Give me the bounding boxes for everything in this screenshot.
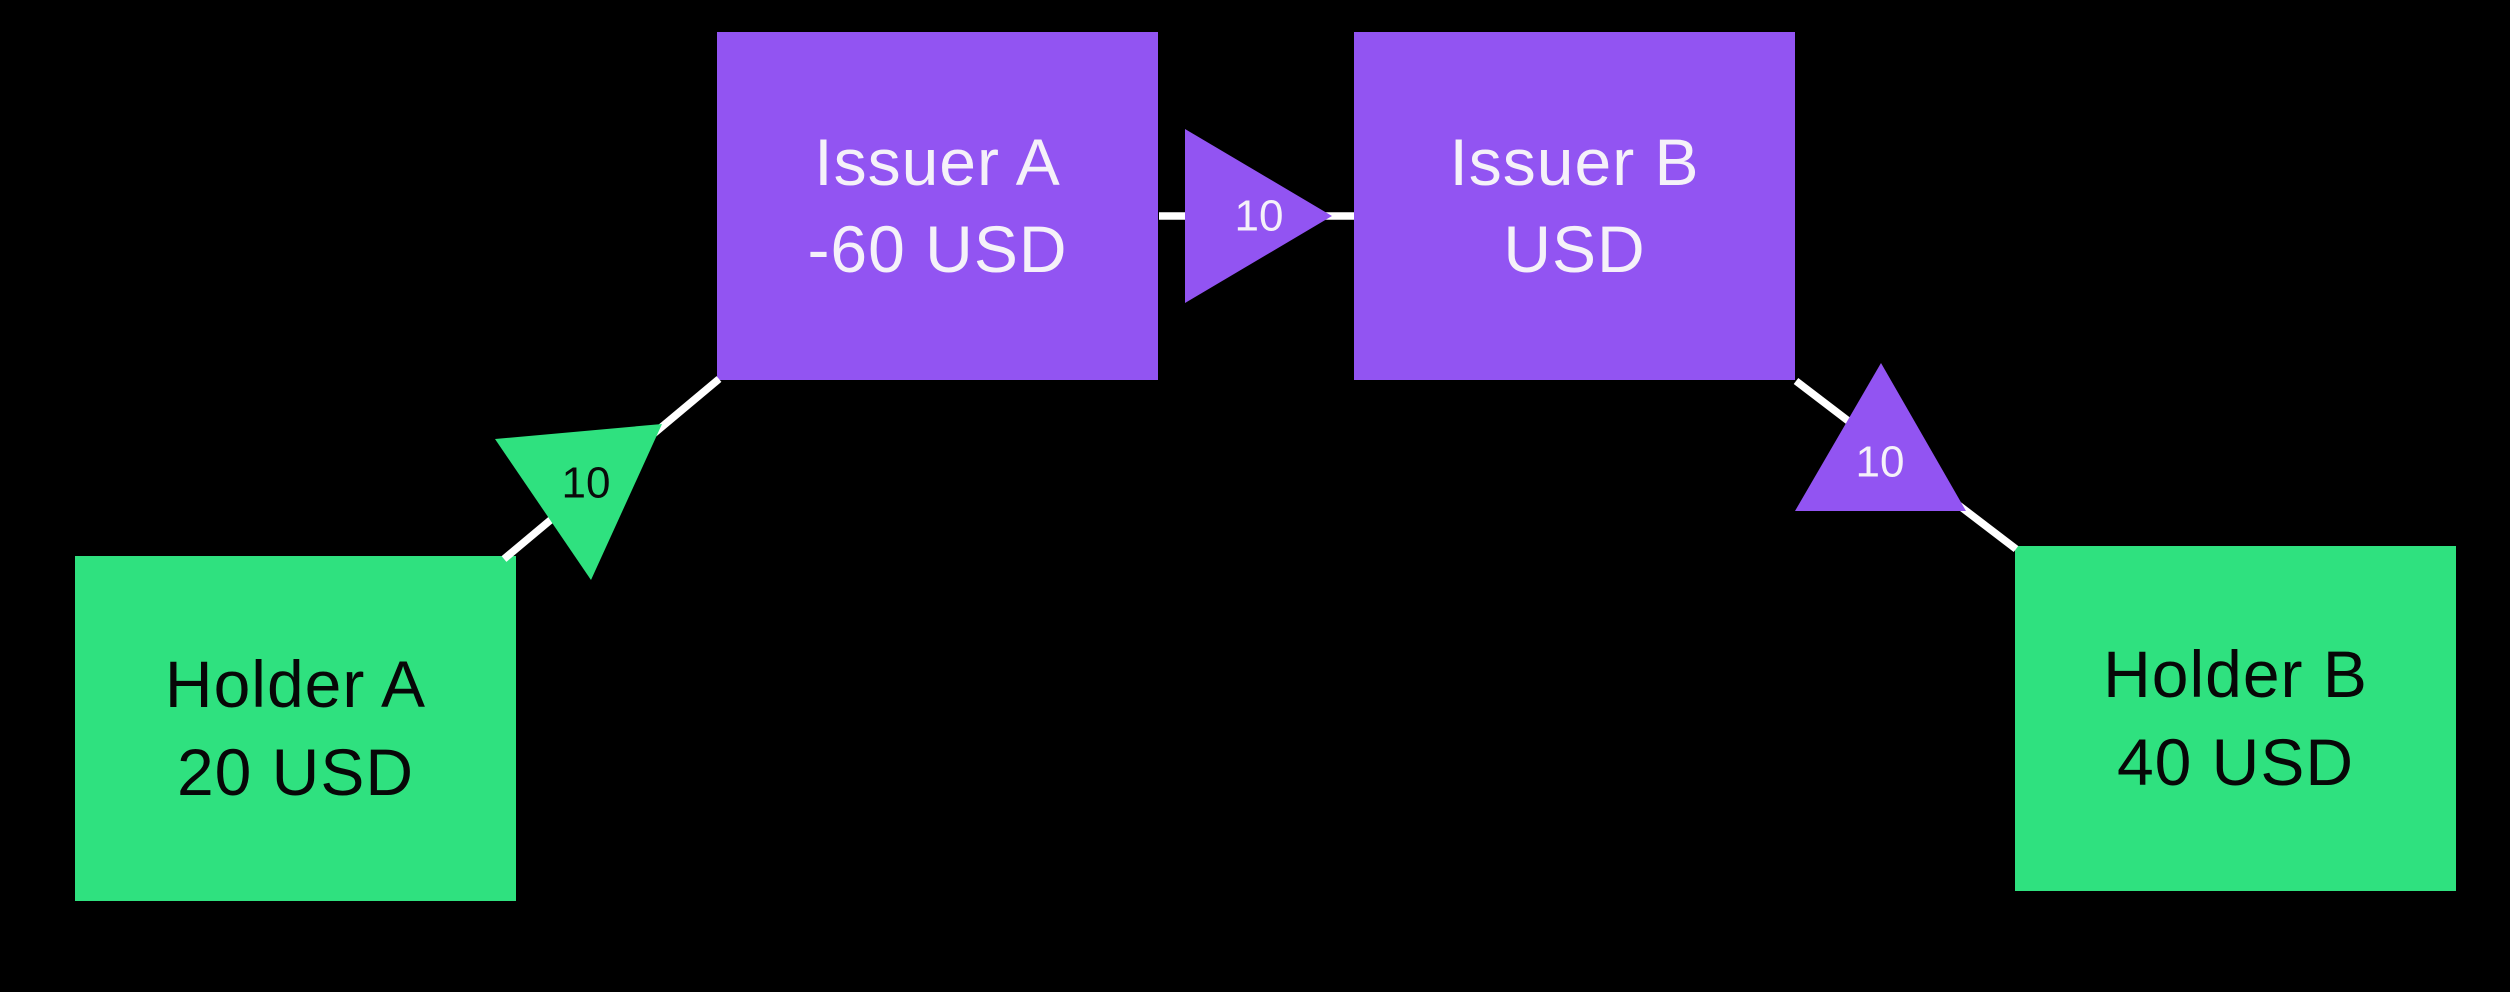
edge-line-holderA-issuerA <box>501 376 722 562</box>
node-holder-b: Holder B 40 USD <box>2015 546 2456 891</box>
node-issuer-a-name: Issuer A <box>814 124 1061 199</box>
arrow-triangle-toward-issuer-b <box>1185 129 1332 303</box>
node-issuer-b-name: Issuer B <box>1449 124 1700 199</box>
node-issuer-a: Issuer A -60 USD <box>717 32 1158 380</box>
node-holder-b-name: Holder B <box>2103 637 2368 712</box>
node-holder-a-name: Holder A <box>164 647 427 722</box>
node-holder-a-balance: 20 USD <box>176 734 415 809</box>
node-issuer-b: Issuer B USD <box>1354 32 1795 380</box>
edge-amount-label: 10 <box>1235 192 1284 241</box>
node-issuer-a-balance: -60 USD <box>807 212 1068 286</box>
edge-amount-label: 10 <box>562 459 611 508</box>
node-issuer-b-balance: USD <box>1503 212 1646 286</box>
arrow-triangle-toward-holder-a <box>495 424 662 580</box>
node-holder-b-balance: 40 USD <box>2116 724 2355 799</box>
node-holder-a: Holder A 20 USD <box>75 556 516 901</box>
arrow-triangle-up-toward-issuer-b <box>1795 363 1966 511</box>
edge-amount-label: 10 <box>1856 438 1905 487</box>
edge-line-issuerB-holderB <box>1793 378 2019 552</box>
